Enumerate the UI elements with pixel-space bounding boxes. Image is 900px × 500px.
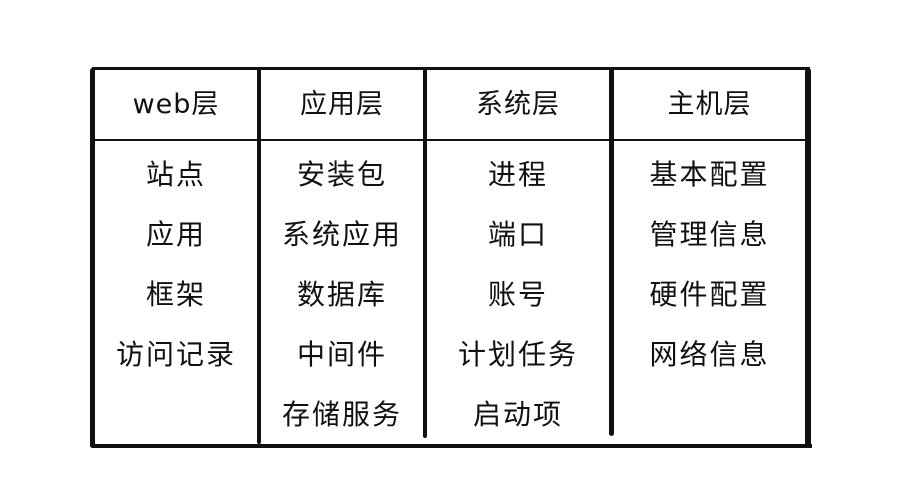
column-application-layer: 应用层 安装包 系统应用 数据库 中间件 存储服务 (261, 68, 423, 446)
list-item: 硬件配置 (649, 278, 770, 311)
list-item: 中间件 (296, 338, 387, 371)
list-item: 启动项 (472, 398, 563, 431)
column-header: 应用层 (300, 88, 384, 120)
column-host-layer: 主机层 基本配置 管理信息 硬件配置 网络信息 (614, 68, 805, 446)
column-system-layer: 系统层 进程 端口 账号 计划任务 启动项 (427, 68, 609, 446)
list-item: 站点 (145, 158, 206, 191)
list-item: 数据库 (296, 278, 387, 311)
column-item-list: 基本配置 管理信息 硬件配置 网络信息 (614, 145, 805, 385)
list-item: 安装包 (296, 158, 387, 191)
column-web-layer: web层 站点 应用 框架 访问记录 (95, 68, 257, 446)
list-item: 进程 (487, 158, 548, 191)
column-header: 主机层 (667, 88, 752, 120)
list-item: 存储服务 (281, 398, 402, 431)
list-item: 账号 (487, 278, 548, 311)
list-item: 访问记录 (115, 338, 236, 371)
table-left-border (90, 68, 95, 448)
column-divider-2 (423, 68, 427, 438)
column-divider-3 (609, 68, 614, 436)
list-item: 应用 (145, 218, 206, 251)
list-item: 框架 (145, 278, 206, 311)
column-divider-1 (257, 68, 261, 444)
column-header: web层 (132, 88, 220, 120)
list-item: 基本配置 (649, 158, 770, 191)
table-top-border (92, 67, 810, 70)
table-bottom-border (92, 444, 812, 448)
list-item: 计划任务 (457, 338, 578, 371)
list-item: 网络信息 (649, 338, 770, 371)
column-header: 系统层 (476, 88, 560, 120)
column-item-list: 安装包 系统应用 数据库 中间件 存储服务 (261, 145, 423, 445)
list-item: 端口 (487, 218, 548, 251)
column-item-list: 进程 端口 账号 计划任务 启动项 (427, 145, 609, 445)
header-divider (94, 139, 808, 141)
table-right-border (805, 68, 811, 446)
list-item: 管理信息 (649, 218, 770, 251)
column-item-list: 站点 应用 框架 访问记录 (95, 145, 257, 385)
list-item: 系统应用 (281, 218, 402, 251)
